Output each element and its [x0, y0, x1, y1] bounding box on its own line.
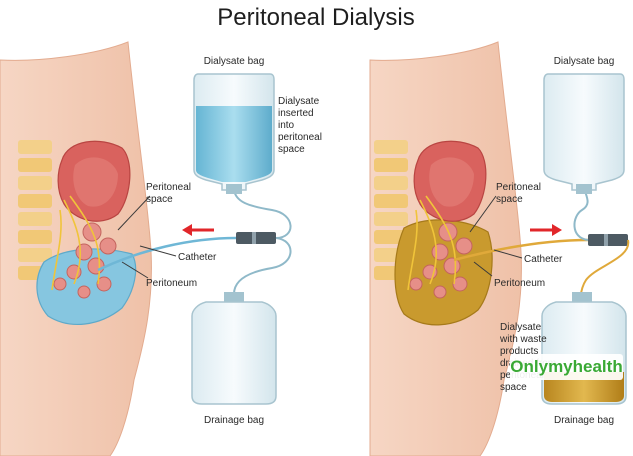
page-title: Peritoneal Dialysis [217, 4, 414, 31]
left-spine [18, 140, 52, 280]
right-catheter-tube [453, 238, 589, 262]
right-peritoneal-space-label: Peritoneal space [496, 182, 544, 205]
right-peritoneum-label: Peritoneum [494, 278, 545, 289]
left-drainage-bag-label: Drainage bag [204, 415, 264, 426]
right-drainage-bag-label: Drainage bag [554, 415, 614, 426]
left-dialysate-bag-label: Dialysate bag [204, 56, 265, 67]
left-dialysate-bag [193, 73, 275, 194]
left-peritoneal-space-label: Peritoneal space [146, 182, 194, 205]
right-dialysate-bag [543, 73, 625, 194]
left-panel: Dialysate bag Dialysate inserted into pe… [0, 41, 325, 456]
right-drainage-bag [541, 292, 627, 405]
watermark-logo: Onlymyhealth [510, 354, 623, 380]
right-catheter-label: Catheter [524, 254, 563, 265]
right-mesentery [407, 195, 457, 291]
right-leader-lines [469, 195, 523, 277]
left-catheter-label: Catheter [178, 252, 217, 263]
left-leader-lines [117, 195, 177, 279]
right-dialysate-bag-label: Dialysate bag [554, 56, 615, 67]
left-catheter-tube [97, 236, 237, 272]
left-peritoneum-label: Peritoneum [146, 278, 197, 289]
left-mesentery [51, 195, 101, 291]
left-inflow-note: Dialysate inserted into peritoneal space [278, 96, 325, 155]
left-drainage-bag [191, 292, 277, 405]
right-panel: Dialysate bag Peritoneal space Catheter … [369, 41, 630, 456]
